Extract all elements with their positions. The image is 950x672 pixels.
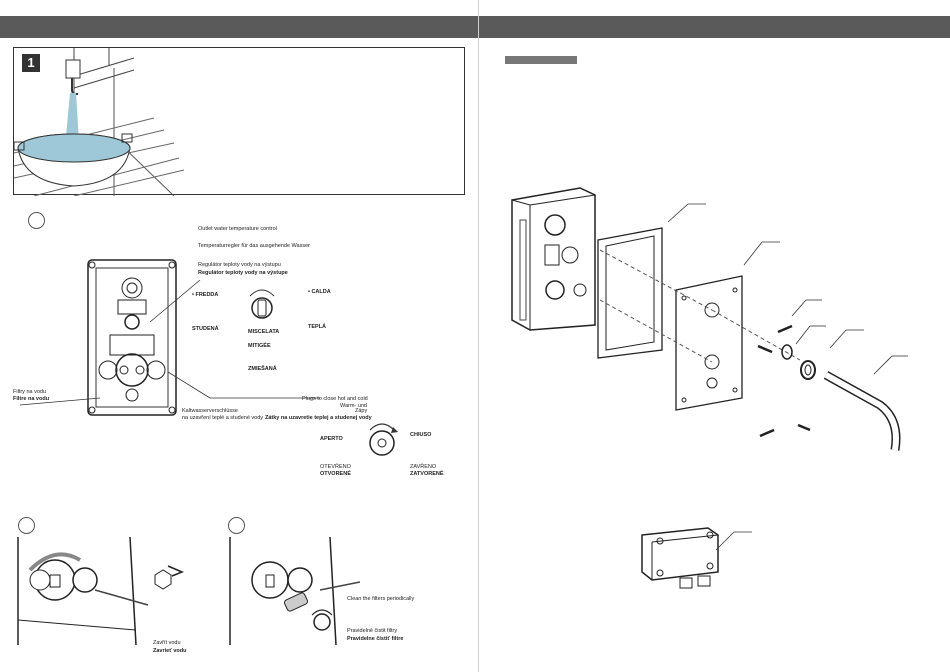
section-heading-bar [505, 56, 577, 64]
plugs-label-de-prefix: Kaltwasserverschlüsse [182, 408, 238, 414]
clean-filters-cz: Pravidelně čistit filtry [347, 628, 398, 634]
page-divider [478, 0, 479, 672]
close-water-sk: Zavrieť vodu [153, 648, 187, 654]
plugs-label-de2: Zäpy [355, 408, 368, 414]
filters-label-cz: Filtry na vodu [13, 389, 47, 395]
label-zmiesana: ZMIEŠANÁ [248, 366, 277, 372]
valve-aperto: APERTO [320, 436, 343, 442]
valve-otvorene: OTVORENÉ [320, 471, 351, 477]
ctrl-label-cz: Regulátor teploty vody na výstupu [198, 262, 281, 268]
valve-otevreno: OTEVŘENO [320, 464, 351, 470]
water-basin-illustration [14, 48, 185, 196]
plugs-label-cz: na uzavření teplé a studené vody [182, 415, 264, 421]
valve-chiuso: CHIUSO [410, 432, 432, 438]
step4-circle [228, 517, 245, 534]
plugs-label-en: Plugs to close hot and cold [302, 396, 368, 402]
label-calda: • CALDA [308, 289, 331, 295]
label-tepla: TEPLÁ [308, 324, 327, 330]
plugs-label-de1: Warm- und [340, 403, 367, 409]
ctrl-label-sk: Regulátor teploty vody na výstupe [198, 270, 288, 276]
step3-circle [18, 517, 35, 534]
label-miscelata: MISCELATA [248, 329, 280, 335]
ctrl-label-de: Temperaturregler für das ausgehende Wass… [198, 243, 310, 249]
label-fredda: • FREDDA [192, 292, 219, 298]
clean-filters-sk: Pravidelne čistiť filtre [347, 636, 404, 642]
ctrl-label-en: Outlet water temperature control [198, 226, 277, 232]
step1-number: 1 [22, 54, 40, 72]
header-bar [0, 16, 950, 38]
valve-zavreno: ZAVŘENO [410, 464, 437, 470]
close-water-cz: Zavřít vodu [153, 640, 181, 646]
filters-label-sk: Filtre na vodu [13, 396, 50, 402]
step2-circle [28, 212, 45, 229]
label-mitigee: MITIGÉE [248, 343, 271, 349]
valve-zatvorene: ZATVORENÉ [410, 471, 444, 477]
plugs-label-sk: Zátky na uzavretie teplej a studenej vod… [265, 415, 372, 421]
label-studena: STUDENÁ [192, 326, 219, 332]
clean-filters-en: Clean the filters periodically [347, 596, 415, 602]
step1-illustration-box: 1 [13, 47, 465, 196]
